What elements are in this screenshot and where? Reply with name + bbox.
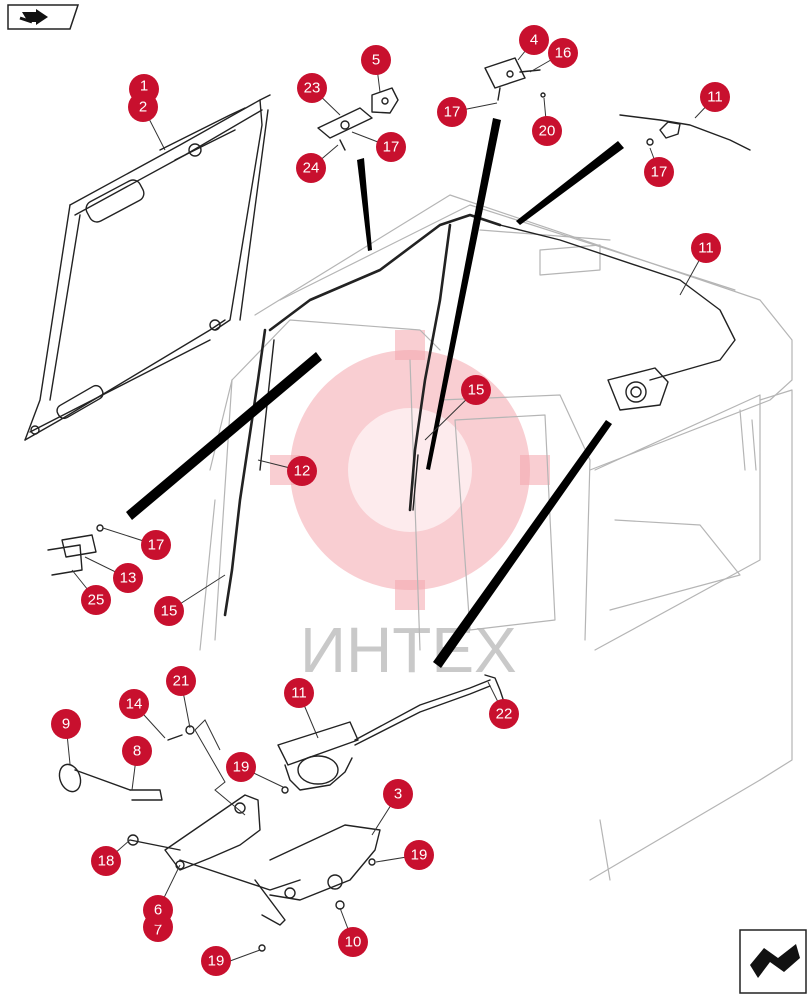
svg-text:9: 9: [62, 716, 70, 733]
svg-text:21: 21: [173, 673, 190, 690]
callout-11-top[interactable]: 11: [700, 82, 730, 112]
callout-23[interactable]: 23: [297, 73, 327, 103]
hinge-parts: [484, 57, 546, 101]
svg-text:15: 15: [161, 603, 178, 620]
svg-text:17: 17: [444, 104, 461, 121]
callout-25[interactable]: 25: [81, 585, 111, 615]
svg-text:15: 15: [468, 382, 485, 399]
callout-19-right[interactable]: 19: [404, 840, 434, 870]
callout-19-upper[interactable]: 19: [226, 752, 256, 782]
callout-24[interactable]: 24: [296, 153, 326, 183]
callout-12[interactable]: 12: [287, 456, 317, 486]
svg-text:11: 11: [707, 89, 723, 106]
latch-assembly-cab: [607, 367, 669, 411]
latch-bracket-parts: [317, 87, 399, 151]
svg-text:11: 11: [698, 240, 714, 257]
callout-15-lower[interactable]: 15: [154, 596, 184, 626]
svg-text:1: 1: [140, 78, 148, 95]
svg-text:13: 13: [120, 570, 137, 587]
callout-17-latch[interactable]: 17: [376, 132, 406, 162]
callout-17-hinge[interactable]: 17: [437, 97, 467, 127]
callout-3[interactable]: 3: [383, 779, 413, 809]
callout-6[interactable]: 6: [143, 895, 173, 925]
callout-17-bracket[interactable]: 17: [141, 530, 171, 560]
svg-text:18: 18: [98, 853, 115, 870]
callout-21[interactable]: 21: [166, 666, 196, 696]
svg-text:19: 19: [411, 847, 428, 864]
callout-13[interactable]: 13: [113, 563, 143, 593]
svg-text:24: 24: [303, 160, 320, 177]
window-frame-assembly: [24, 94, 271, 441]
svg-text:6: 6: [154, 902, 162, 919]
svg-text:20: 20: [539, 123, 556, 140]
callout-8[interactable]: 8: [122, 736, 152, 766]
callout-18[interactable]: 18: [91, 846, 121, 876]
callout-11-cab[interactable]: 11: [691, 233, 721, 263]
svg-text:8: 8: [133, 743, 141, 760]
svg-text:19: 19: [208, 953, 225, 970]
svg-text:22: 22: [496, 706, 513, 723]
svg-text:17: 17: [148, 537, 165, 554]
pointer-wedges: [126, 118, 624, 668]
callout-16[interactable]: 16: [548, 38, 578, 68]
watermark-text: ИНТЕХ: [300, 614, 517, 686]
callout-19-bottom[interactable]: 19: [201, 946, 231, 976]
svg-text:12: 12: [294, 463, 311, 480]
callout-11-lower[interactable]: 11: [284, 678, 314, 708]
svg-text:17: 17: [651, 164, 668, 181]
cable-end-top: [619, 114, 751, 151]
svg-text:5: 5: [372, 52, 380, 69]
svg-text:7: 7: [154, 922, 162, 939]
bracket-parts-left: [47, 524, 104, 576]
svg-text:16: 16: [555, 45, 572, 62]
svg-text:19: 19: [233, 759, 250, 776]
callout-2[interactable]: 2: [128, 92, 158, 122]
svg-text:17: 17: [383, 139, 400, 156]
svg-text:23: 23: [304, 80, 321, 97]
callout-9[interactable]: 9: [51, 709, 81, 739]
svg-text:4: 4: [530, 32, 538, 49]
svg-text:3: 3: [394, 786, 402, 803]
callout-4[interactable]: 4: [519, 25, 549, 55]
watermark-gear-logo: [270, 330, 550, 610]
callout-5[interactable]: 5: [361, 45, 391, 75]
return-arrow-icon[interactable]: [739, 929, 807, 994]
svg-text:11: 11: [291, 685, 307, 702]
svg-text:10: 10: [345, 934, 362, 951]
forward-arrow-icon[interactable]: [7, 4, 80, 30]
callout-14[interactable]: 14: [119, 689, 149, 719]
callout-15-upper[interactable]: 15: [461, 375, 491, 405]
callout-20[interactable]: 20: [532, 116, 562, 146]
svg-text:25: 25: [88, 592, 105, 609]
lower-latch-mechanism: [58, 674, 506, 952]
callout-17-cable[interactable]: 17: [644, 157, 674, 187]
svg-text:14: 14: [126, 696, 143, 713]
svg-text:2: 2: [139, 99, 147, 116]
callout-10[interactable]: 10: [338, 927, 368, 957]
callout-22[interactable]: 22: [489, 699, 519, 729]
